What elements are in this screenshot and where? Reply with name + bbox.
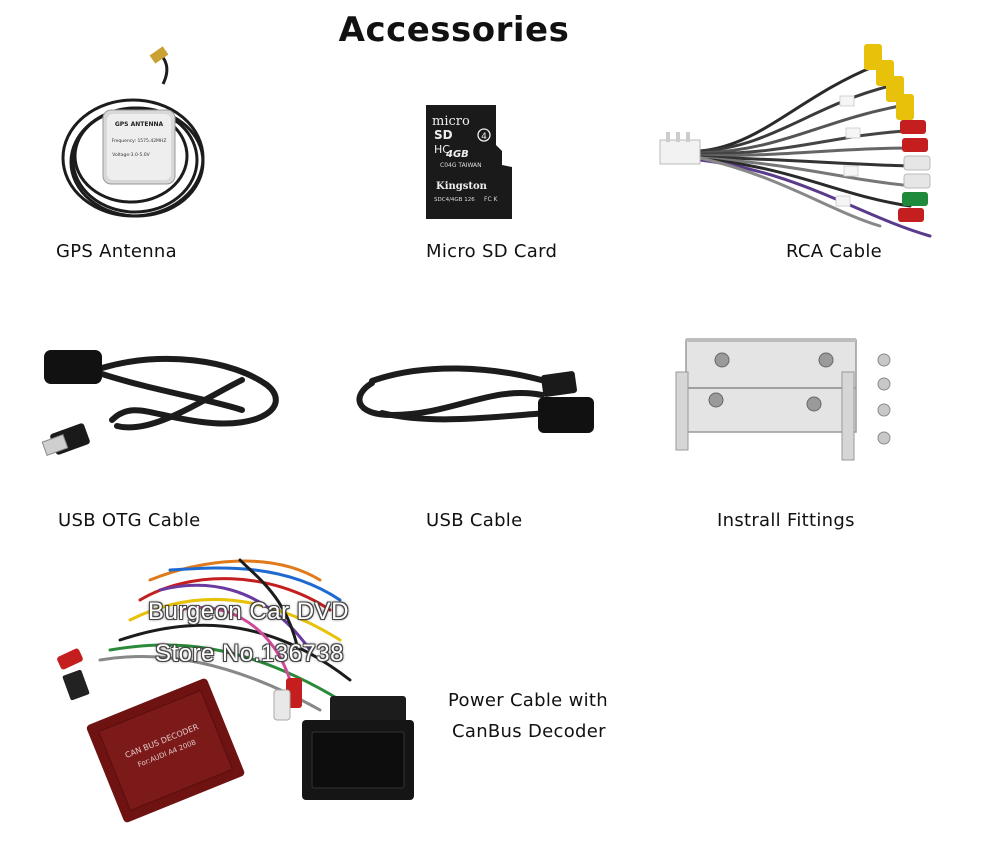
install-fittings-icon (666, 332, 908, 467)
gps-antenna-icon: GPS ANTENNA Frequency: 1575.42MHZ Voltag… (55, 46, 215, 228)
usb-cable-label: USB Cable (426, 510, 523, 531)
power-cable-label-line1: Power Cable with (448, 690, 608, 711)
gps-antenna-label: GPS Antenna (56, 241, 177, 262)
page-title: Accessories (338, 10, 570, 50)
power-cable-label-line2: CanBus Decoder (452, 721, 606, 742)
power-cable-icon: CAN BUS DECODER For:AUDI A4 2008 (40, 540, 425, 823)
install-fittings-label: Instrall Fittings (717, 510, 855, 531)
sd-model-text: SDC4/4GB 126 (434, 197, 475, 203)
rca-cable-label: RCA Cable (786, 241, 883, 262)
gps-sticker-title: GPS ANTENNA (115, 121, 164, 128)
sd-micro-text: micro (432, 114, 470, 129)
usb-otg-cable-label: USB OTG Cable (58, 510, 201, 531)
sd-hc-text: HC (434, 143, 450, 156)
watermark-store-name: Burgeon Car DVD (148, 598, 349, 625)
sd-code-text: C04G TAIWAN (440, 162, 482, 169)
sd-mark-text: FC K (484, 196, 499, 203)
sd-class-text: 4 (481, 132, 487, 142)
watermark-store-number: Store No.136738 (155, 640, 344, 667)
sd-brand-text: Kingston (436, 181, 488, 192)
sd-capacity-text: 4GB (445, 149, 469, 160)
gps-sticker-frequency: Frequency: 1575.42MHZ (112, 138, 167, 144)
micro-sd-card-icon: micro SD HC 4 4GB C04G TAIWAN Kingston S… (426, 105, 512, 219)
micro-sd-card-label: Micro SD Card (426, 241, 558, 262)
usb-cable-icon (342, 355, 597, 445)
usb-otg-cable-icon (41, 340, 287, 458)
rca-cable-icon (659, 36, 950, 246)
sd-logo-text: SD (434, 128, 453, 142)
gps-sticker-voltage: Voltage:3.0-5.0V (112, 152, 150, 158)
